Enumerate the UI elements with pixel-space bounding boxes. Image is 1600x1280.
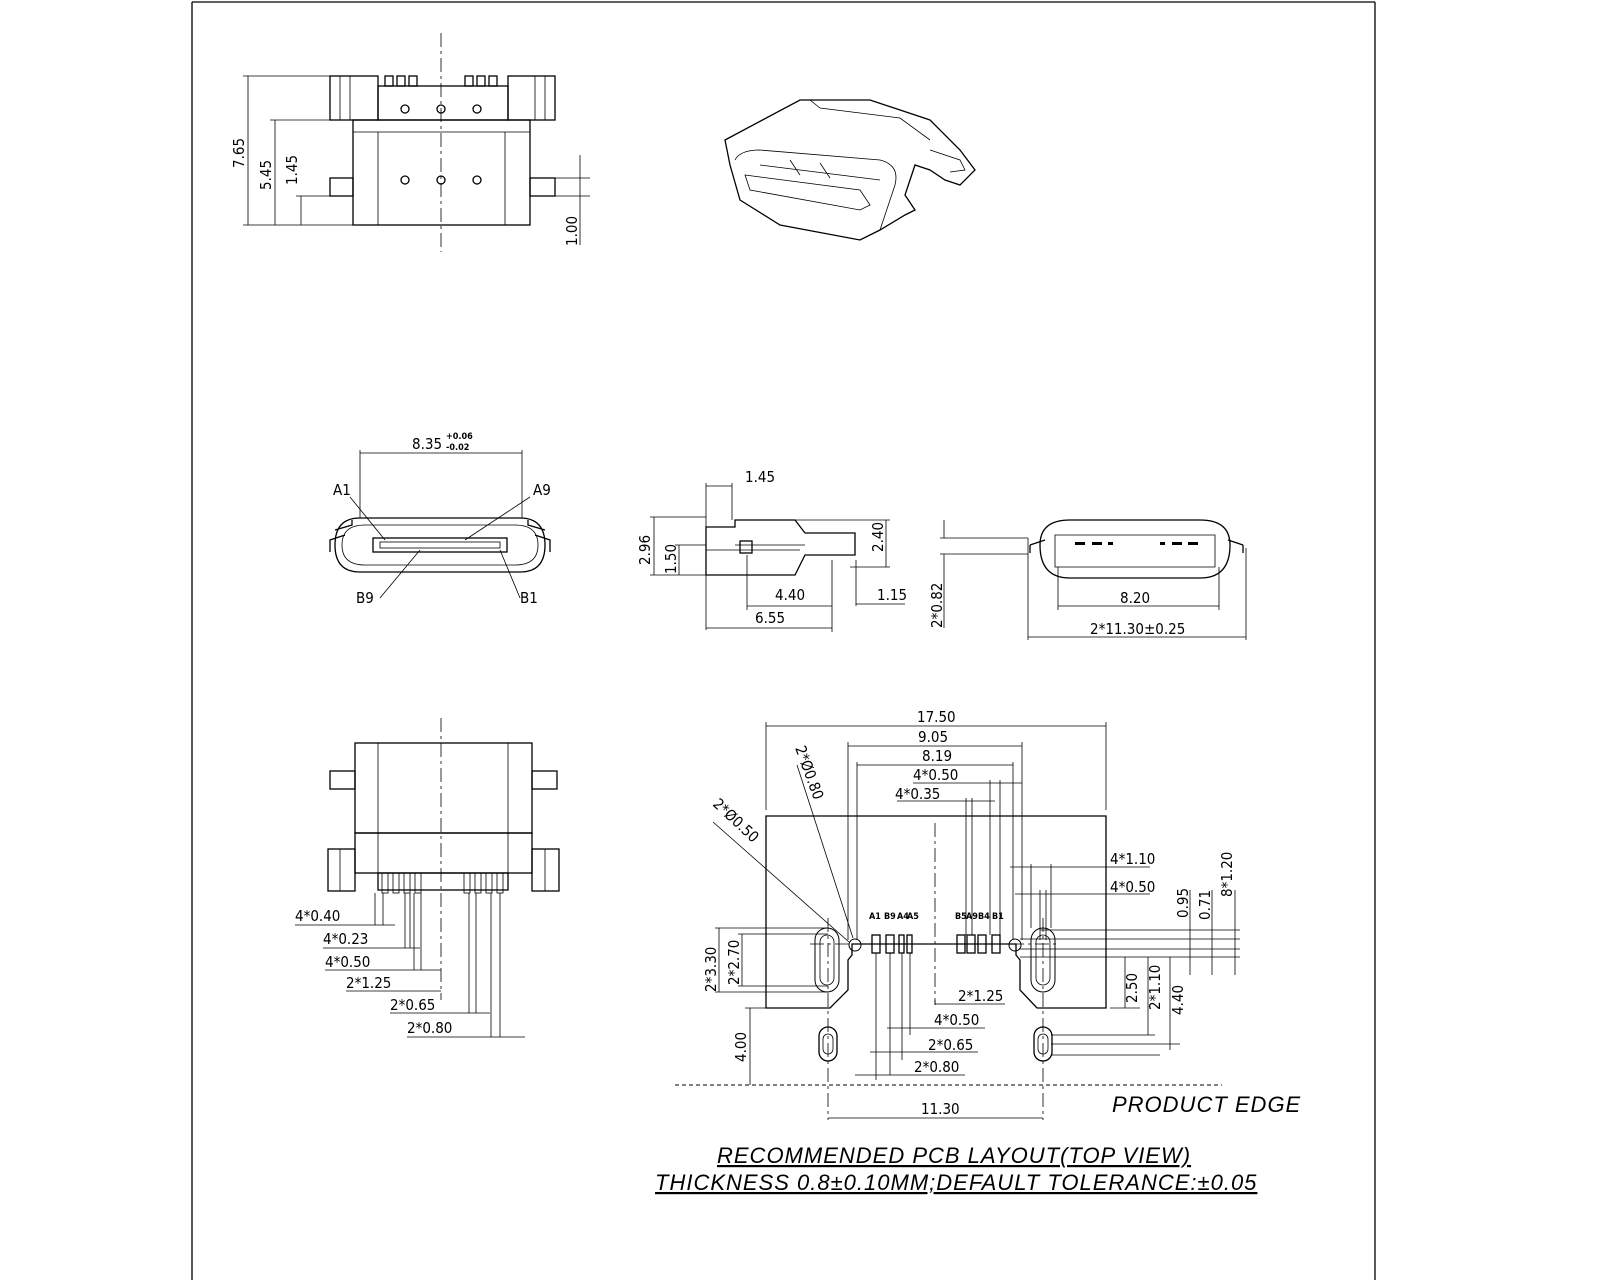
pad-label-b5: B5 [955,912,967,922]
bottom-view: 4*0.40 4*0.23 4*0.50 2*1.25 2*0.65 2*0.8… [295,718,560,1038]
dim-side-2-40: 2.40 [869,522,887,552]
dim-pcb-8x1-20: 8*1.20 [1218,852,1236,897]
contact-dashes [1075,542,1198,545]
dim-pcb-2x2-70: 2*2.70 [725,940,743,985]
slot-left [814,927,840,993]
dim-pcb-2x1-25: 2*1.25 [958,987,1003,1005]
dim-pcb-11-30: 11.30 [921,1100,960,1118]
hole-callout-0-50: 2*Ø0.50 [709,795,762,846]
dim-pcb-2-50: 2.50 [1123,973,1141,1003]
dim-bottom-4x0-40: 4*0.40 [295,907,340,925]
product-edge-label: PRODUCT EDGE [1112,1092,1301,1117]
pin-label-b9: B9 [356,589,374,607]
dim-tab-width: 1.00 [563,216,581,246]
front-view: 8.35 +0.06 -0.02 A1 A9 B9 B1 [329,432,551,607]
hole-right [1008,938,1022,952]
dim-pcb-2x0-80: 2*0.80 [914,1058,959,1076]
dim-pcb-4x0-50-bottom: 4*0.50 [934,1011,979,1029]
drawing-title: RECOMMENDED PCB LAYOUT(TOP VIEW) [717,1143,1191,1168]
top-view: 7.65 5.45 1.45 1.00 [230,33,590,252]
dim-tab-height: 1.45 [283,155,301,185]
dim-side-1-15: 1.15 [877,586,907,604]
dim-rear-11-30: 2*11.30±0.25 [1090,620,1185,638]
dim-pcb-4x1-10: 4*1.10 [1110,850,1155,868]
dim-pcb-2x0-65: 2*0.65 [928,1036,973,1054]
dim-pcb-4x0-35: 4*0.35 [895,785,940,803]
dim-body-height: 5.45 [257,160,275,190]
dim-pcb-4x0-50-right: 4*0.50 [1110,878,1155,896]
pad-label-b9: B9 [884,912,896,922]
dim-side-2-96: 2.96 [636,535,654,565]
pad-label-a5: A5 [907,912,919,922]
drawing-subtitle: THICKNESS 0.8±0.10MM;DEFAULT TOLERANCE:±… [655,1170,1257,1195]
tolerance-plus: +0.06 [446,432,473,442]
dim-rear-0-82: 2*0.82 [928,583,946,628]
pin-label-a9: A9 [533,481,551,499]
dim-pcb-4x0-50-top: 4*0.50 [913,766,958,784]
slot-right [1030,927,1056,993]
rear-view: 2*0.82 8.20 2*11.30±0.25 [928,519,1247,640]
dim-side-4-40: 4.40 [775,586,805,604]
dim-pcb-4-40: 4.40 [1169,985,1187,1015]
dim-side-6-55: 6.55 [755,609,785,627]
pin-label-b1: B1 [520,589,538,607]
signal-pads [871,934,1001,954]
pad-label-b1: B1 [992,912,1004,922]
dim-bottom-2x1-25: 2*1.25 [346,974,391,992]
tolerance-minus: -0.02 [446,443,469,453]
dim-pcb-0-95: 0.95 [1174,888,1192,918]
dim-pcb-4-00: 4.00 [732,1032,750,1062]
dim-rear-8-20: 8.20 [1120,589,1150,607]
dim-bottom-4x0-23: 4*0.23 [323,930,368,948]
hole-callout-0-80: 2*Ø0.80 [791,743,827,802]
sheet-border [191,1,1376,1280]
pad-label-b4: B4 [978,912,990,922]
dim-bottom-2x0-80: 2*0.80 [407,1019,452,1037]
oval-pad-left [818,1026,838,1062]
pad-label-a4: A4 [897,912,909,922]
dim-side-1-50: 1.50 [662,544,680,574]
dim-pcb-8-19: 8.19 [922,747,952,765]
pad-label-a1: A1 [869,912,881,922]
dim-bottom-4x0-50: 4*0.50 [325,953,370,971]
dim-pcb-9-05: 9.05 [918,728,948,746]
dim-side-1-45: 1.45 [745,468,775,486]
hole-left [848,938,862,952]
pin-label-a1: A1 [333,481,351,499]
side-view: 1.45 2.96 1.50 2.40 4.40 1.15 6.55 [636,468,907,632]
dim-opening-width: 8.35 [412,435,442,453]
dim-pcb-2x3-30: 2*3.30 [702,947,720,992]
isometric-view [724,99,976,241]
dim-pcb-0-71: 0.71 [1196,890,1214,920]
pcb-layout: A1 B9 A4 A5 B5 A9 B4 B1 17.50 9.05 8.19 … [675,708,1301,1120]
dim-pcb-17-50: 17.50 [917,708,956,726]
dim-bottom-2x0-65: 2*0.65 [390,996,435,1014]
dim-height-total: 7.65 [230,138,248,168]
dim-pcb-2x1-10: 2*1.10 [1146,965,1164,1010]
